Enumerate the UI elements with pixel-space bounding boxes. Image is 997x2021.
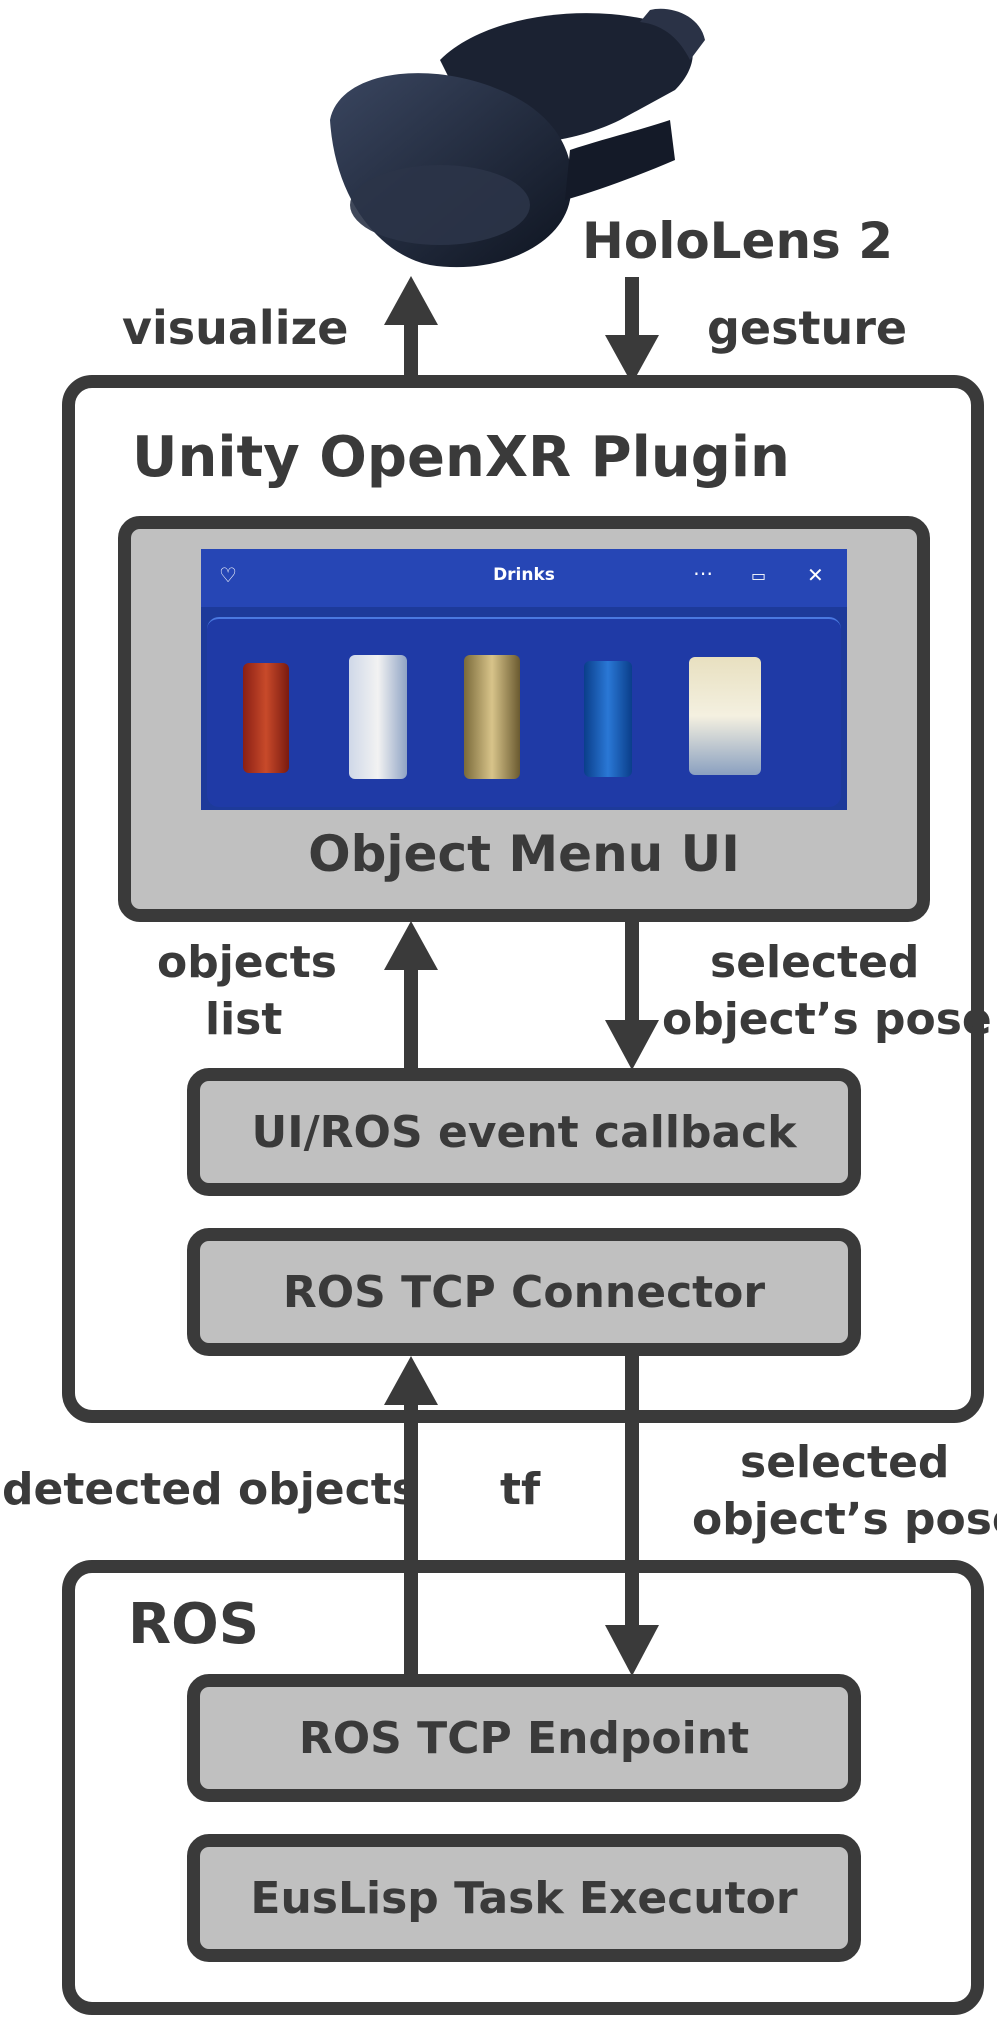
visualize-arrow [384,276,438,385]
detected-objects-label: detected objects [2,1464,418,1515]
euslisp-task-executor-box: EusLisp Task Executor [187,1834,861,1962]
close-icon[interactable]: ✕ [807,563,824,587]
drink-can-2[interactable] [349,655,407,779]
ros-tcp-connector-box: ROS TCP Connector [187,1228,861,1356]
selected-pose-label-1: selected [710,937,920,988]
objects-list-label-2: list [205,994,283,1045]
selected-pose-label-2: object’s pose [662,994,992,1045]
minimize-icon[interactable]: ⋯ [693,561,713,585]
link-selected-pose-label-1: selected [740,1437,950,1488]
ui-ros-event-callback-label: UI/ROS event callback [251,1106,797,1158]
objects-list-label-1: objects [157,937,337,988]
ros-title: ROS [128,1592,260,1657]
hololens-label: HoloLens 2 [582,212,894,270]
heart-icon[interactable]: ♡ [219,563,237,587]
unity-openxr-plugin-title: Unity OpenXR Plugin [132,425,790,490]
link-selected-pose-arrow [605,1354,659,1676]
selected-pose-arrow [605,920,659,1070]
follow-icon[interactable]: ▭ [751,566,767,585]
drink-carton-5[interactable] [689,657,761,775]
link-selected-pose-label-2: object’s pose [692,1494,997,1545]
objects-list-arrow [384,921,438,1070]
ui-ros-event-callback-box: UI/ROS event callback [187,1068,861,1196]
drinks-menu-title: Drinks [493,565,555,585]
detected-objects-arrow [384,1356,438,1676]
visualize-label: visualize [122,301,349,355]
object-menu-ui-label: Object Menu UI [308,825,740,883]
drinks-menu-panel: ♡ Drinks ⋯ ▭ ✕ [201,549,847,810]
drinks-menu-items [207,617,841,807]
drinks-menu-titlebar: ♡ Drinks ⋯ ▭ ✕ [201,549,847,607]
ros-tcp-endpoint-box: ROS TCP Endpoint [187,1674,861,1802]
drink-can-4[interactable] [584,661,632,777]
ros-tcp-endpoint-label: ROS TCP Endpoint [298,1712,750,1764]
euslisp-task-executor-label: EusLisp Task Executor [250,1872,798,1924]
hololens-headset-image [320,0,710,280]
gesture-label: gesture [707,301,908,355]
drink-can-1[interactable] [243,663,289,773]
tf-label: tf [500,1464,541,1515]
ros-tcp-connector-label: ROS TCP Connector [282,1266,766,1318]
gesture-arrow [605,277,659,384]
drink-can-3[interactable] [464,655,520,779]
